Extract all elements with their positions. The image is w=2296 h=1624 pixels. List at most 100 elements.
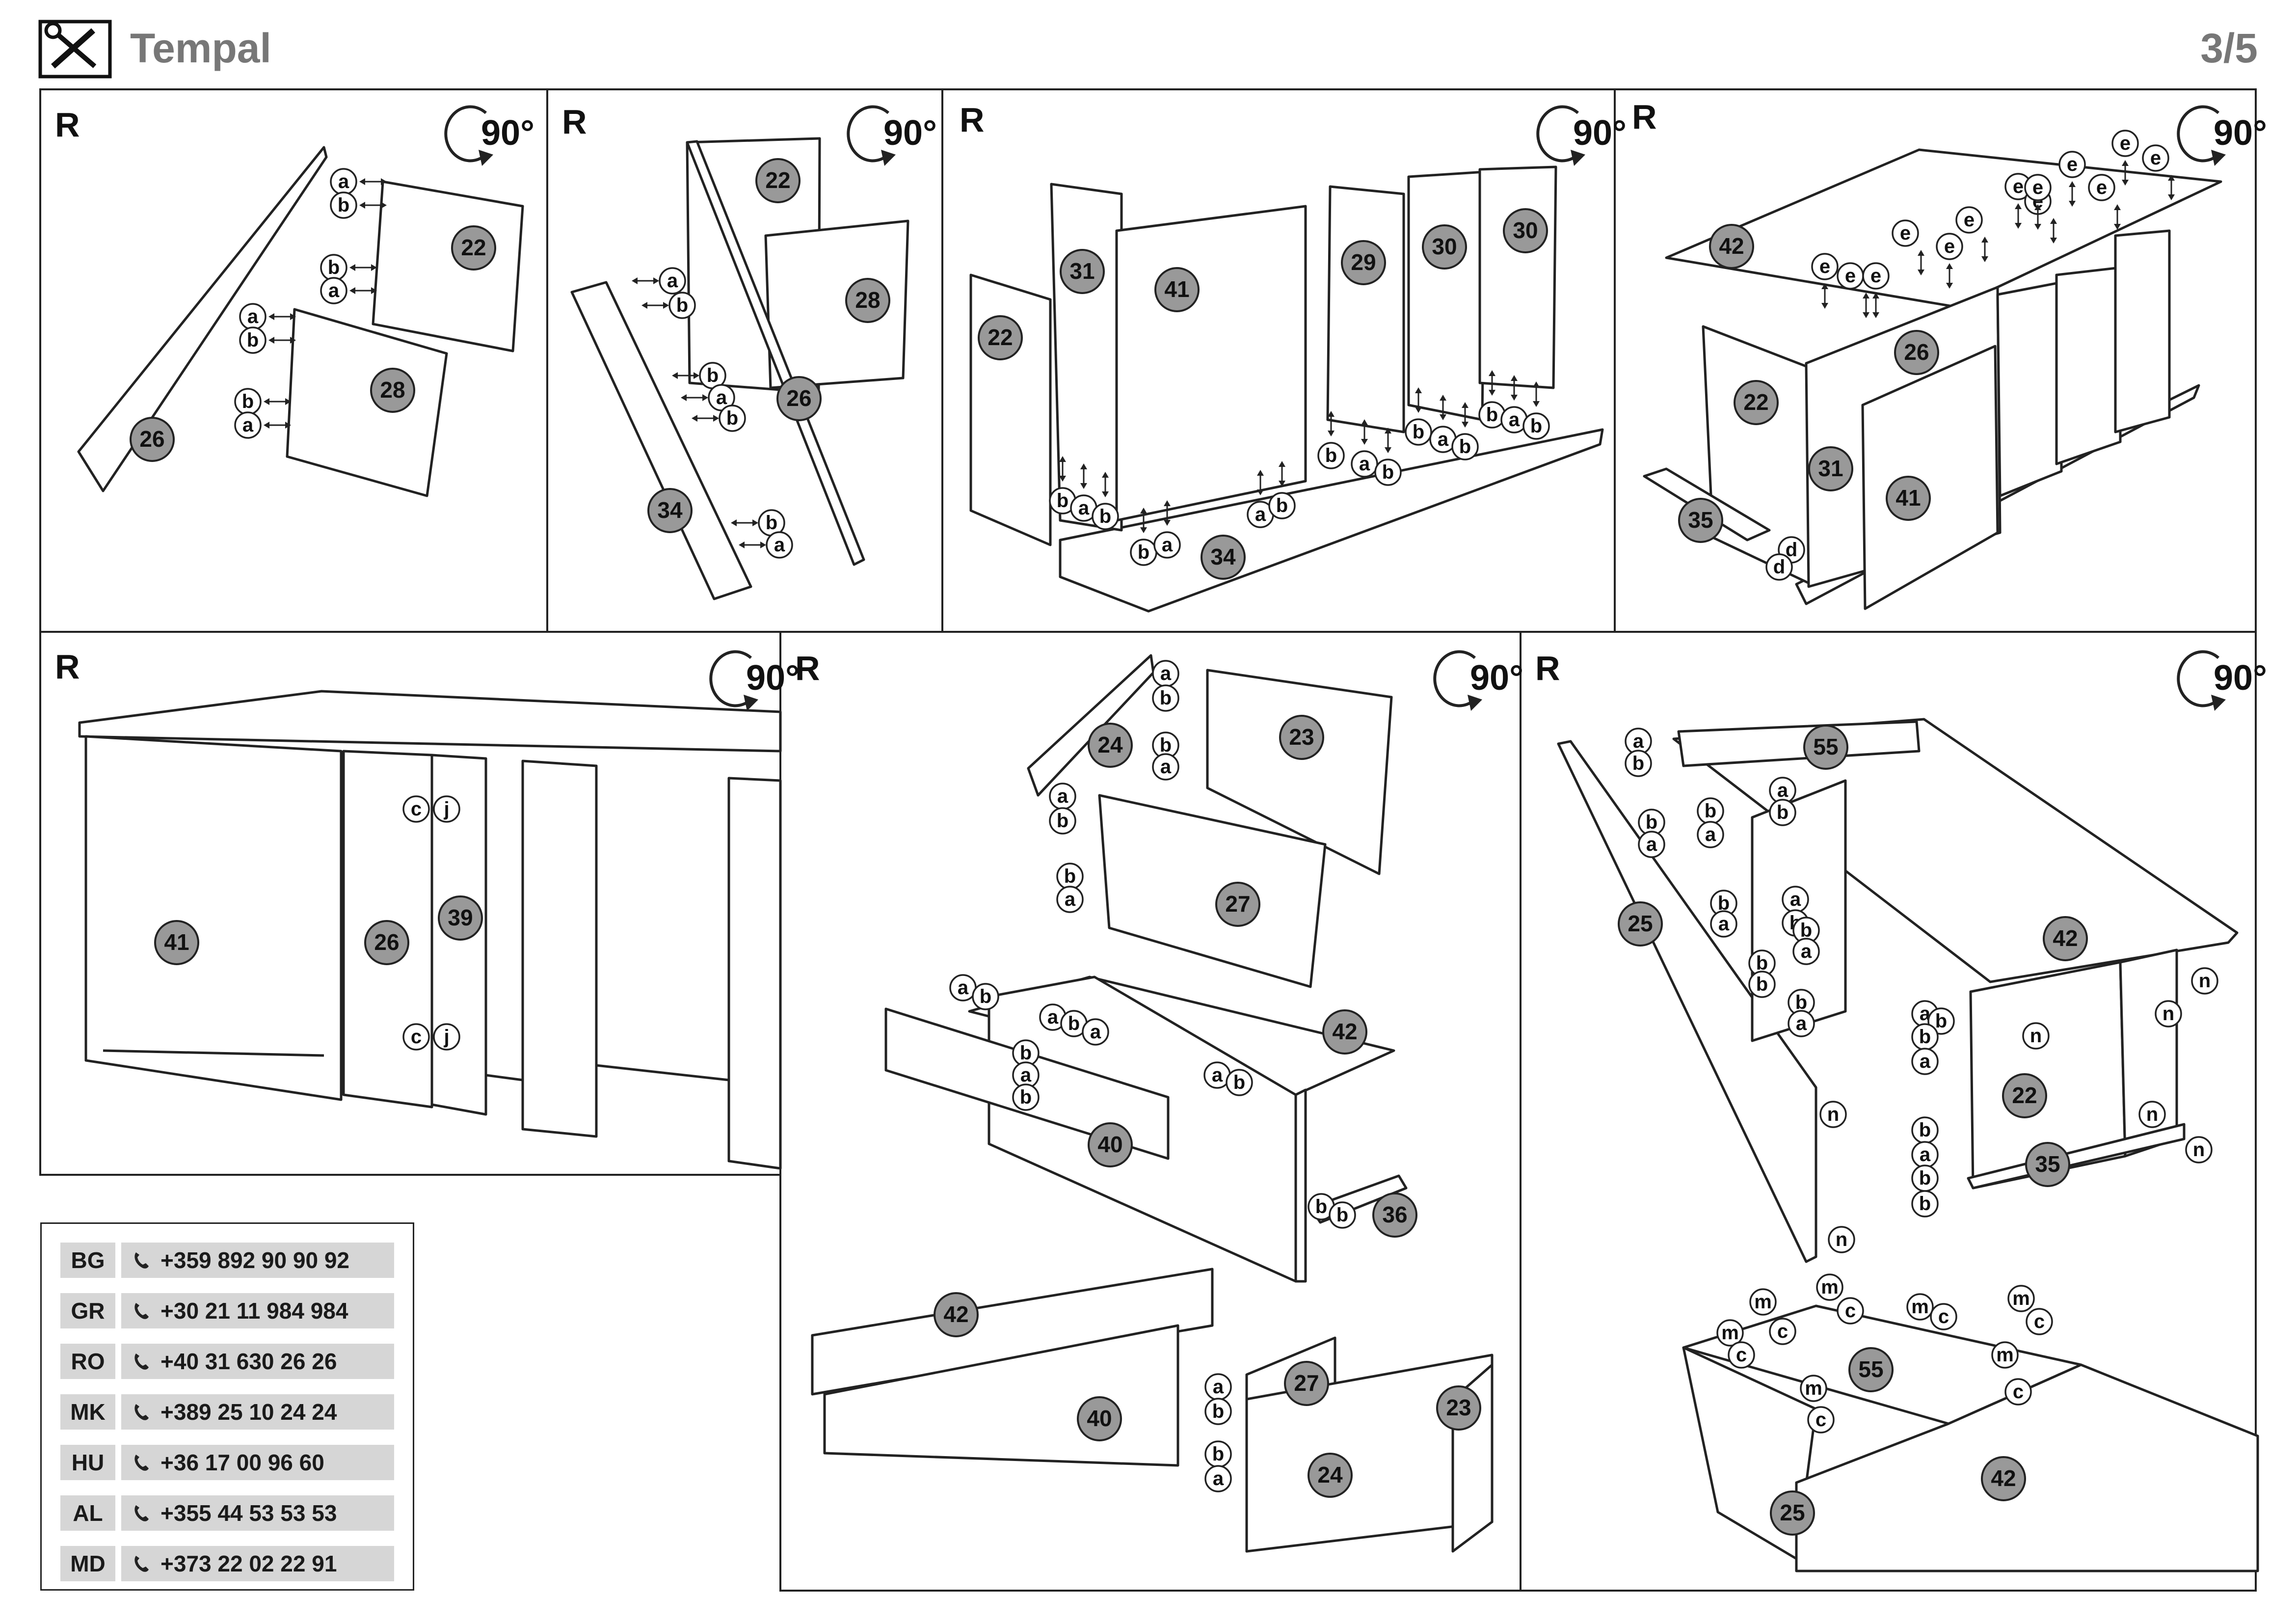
shelf-panel (1996, 281, 2063, 497)
connector-letter: n (2030, 1025, 2042, 1047)
connector-letter: m (1754, 1291, 1772, 1313)
part-number: 22 (461, 235, 486, 260)
connector-label: e (1862, 262, 1890, 290)
connector-letter: b (1413, 421, 1424, 443)
connector-letter: b (242, 391, 254, 412)
part-number-badge: 28 (370, 368, 415, 413)
connector-label: a (1247, 501, 1274, 528)
contact-row: BG+359 892 90 90 92 (60, 1243, 394, 1278)
connector-letter: e (2032, 177, 2043, 198)
part-number: 27 (1225, 891, 1250, 917)
panel-55 (1677, 720, 1921, 767)
connector-letter: j (443, 798, 449, 820)
connector-letter: a (1213, 1376, 1224, 1398)
connector-label: n (2022, 1022, 2050, 1050)
connector-letter: b (1315, 1196, 1327, 1218)
connector-letter: b (1756, 974, 1768, 995)
part-number-badge: 40 (1088, 1122, 1133, 1167)
connector-label: b (1329, 1201, 1356, 1229)
rotate-angle-label: 90° (481, 113, 534, 153)
connector-label: n (2138, 1101, 2166, 1128)
connector-letter: e (1964, 209, 1975, 231)
part-number: 22 (765, 167, 790, 193)
connector-label: a (1638, 831, 1665, 858)
connector-label: d (1765, 553, 1793, 581)
connector-label: b (1152, 684, 1179, 712)
connector-letter: b (1530, 415, 1542, 437)
connector-label: a (239, 303, 267, 330)
part-number: 42 (2053, 925, 2078, 951)
connector-letter: e (2150, 147, 2161, 169)
part-number-badge: 41 (1886, 476, 1931, 521)
connector-letter: e (1845, 265, 1856, 287)
connector-label: b (1478, 401, 1506, 429)
part-number: 41 (1164, 276, 1189, 302)
insert-arrow-icon (1533, 381, 1540, 407)
connector-letter: b (1276, 495, 1288, 516)
connector-letter: b (676, 295, 688, 316)
connector-letter: n (2163, 1003, 2174, 1025)
part-number: 26 (374, 929, 399, 955)
part-number-badge: 31 (1060, 249, 1105, 294)
connector-letter: a (1090, 1021, 1101, 1043)
connector-label: b (1911, 1116, 1939, 1144)
connector-letter: b (1935, 1010, 1947, 1032)
panel-35 (1967, 1123, 2186, 1190)
connector-label: b (1748, 949, 1776, 977)
connector-label: b (1451, 433, 1479, 460)
connector-letter: a (774, 534, 785, 556)
contact-row: MD+373 22 02 22 91 (60, 1546, 394, 1581)
connector-label: b (758, 509, 785, 537)
connector-letter: c (1736, 1344, 1747, 1366)
connector-letter: a (1509, 409, 1520, 431)
part-number-badge: 36 (1372, 1192, 1417, 1238)
insert-arrow-icon (1918, 250, 1924, 275)
connector-letter: b (1756, 952, 1768, 974)
connector-label: b (1769, 799, 1796, 826)
connector-label: n (2185, 1136, 2213, 1164)
connector-letter: b (1382, 461, 1394, 483)
phone-number: +373 22 02 22 91 (121, 1546, 394, 1581)
connector-label: b (239, 326, 267, 354)
insert-arrow-icon (2122, 160, 2129, 186)
connector-letter: a (716, 387, 727, 408)
phone-text: +355 44 53 53 53 (160, 1500, 337, 1526)
connector-label: a (1625, 728, 1652, 755)
insert-arrow-icon (1981, 237, 1988, 262)
part-number: 25 (1628, 911, 1653, 936)
connector-label: b (1911, 1164, 1939, 1192)
connector-label: e (2142, 144, 2169, 172)
insert-arrow-icon (2015, 203, 2022, 229)
connector-label: e (1892, 219, 1919, 247)
connector-label: m (1906, 1293, 1934, 1321)
panel-tag: R (1535, 649, 1560, 687)
connector-label: c (1807, 1406, 1835, 1434)
connector-label: c (402, 1023, 430, 1051)
connector-letter: a (242, 414, 254, 436)
connector-letter: e (2096, 177, 2107, 198)
part-number-badge: 40 (1077, 1396, 1122, 1441)
rotate-angle-label: 90° (2214, 658, 2267, 698)
part-number: 41 (1896, 485, 1921, 511)
part-number: 40 (1097, 1132, 1122, 1157)
part-number: 26 (786, 385, 811, 411)
connector-label: a (1769, 777, 1796, 804)
connector-letter: b (1138, 541, 1149, 563)
part-number: 31 (1069, 258, 1095, 284)
connector-letter: b (1795, 992, 1807, 1013)
shelf-panel (2114, 229, 2171, 433)
connector-letter: e (2120, 133, 2131, 154)
panel-22 (969, 273, 1052, 546)
insert-arrow-icon (1462, 402, 1468, 428)
phone-icon (134, 1252, 149, 1269)
phone-text: +373 22 02 22 91 (160, 1551, 337, 1576)
part-number: 22 (1743, 389, 1768, 415)
part-number: 23 (1289, 724, 1314, 750)
connector-letter: c (1815, 1409, 1826, 1431)
edge-line (485, 1074, 523, 1082)
insert-arrow-icon (731, 519, 758, 526)
connector-letter: b (1160, 734, 1172, 756)
connector-label: b (972, 983, 999, 1010)
